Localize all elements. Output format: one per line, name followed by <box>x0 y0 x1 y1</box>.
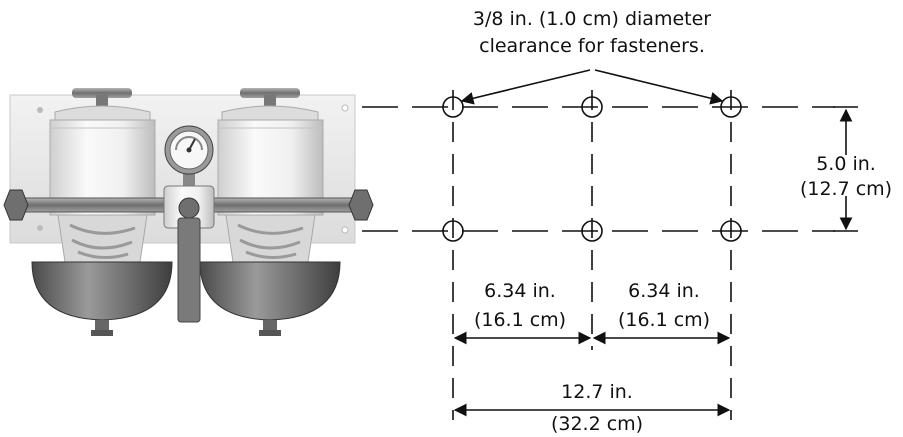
fastener-hole-icon <box>442 96 742 242</box>
selector-valve <box>163 185 215 323</box>
left-span-cm: (16.1 cm) <box>474 309 566 331</box>
callout-line-1: 3/8 in. (1.0 cm) diameter <box>473 8 711 30</box>
vertical-dimension-label: 5.0 in. (12.7 cm) <box>800 153 892 200</box>
fuel-filter-assembly-illustration <box>3 88 374 336</box>
total-span-label: 12.7 in. (32.2 cm) <box>551 381 643 435</box>
right-span-cm: (16.1 cm) <box>618 309 710 331</box>
callout-line-2: clearance for fasteners. <box>479 35 705 57</box>
total-span-in: 12.7 in. <box>561 381 633 403</box>
callout-label: 3/8 in. (1.0 cm) diameter clearance for … <box>473 8 711 57</box>
vertical-dim-cm: (12.7 cm) <box>800 178 892 200</box>
left-span-in: 6.34 in. <box>484 280 556 302</box>
hole-pattern-drawing <box>362 69 858 420</box>
total-span-cm: (32.2 cm) <box>551 413 643 435</box>
callout-leader-right <box>594 69 724 105</box>
callout-leader-left <box>460 69 591 105</box>
left-span-label: 6.34 in. (16.1 cm) <box>474 280 566 331</box>
right-span-label: 6.34 in. (16.1 cm) <box>618 280 710 331</box>
vertical-dim-in: 5.0 in. <box>816 153 876 175</box>
right-span-in: 6.34 in. <box>628 280 700 302</box>
pressure-gauge-icon <box>164 125 214 190</box>
